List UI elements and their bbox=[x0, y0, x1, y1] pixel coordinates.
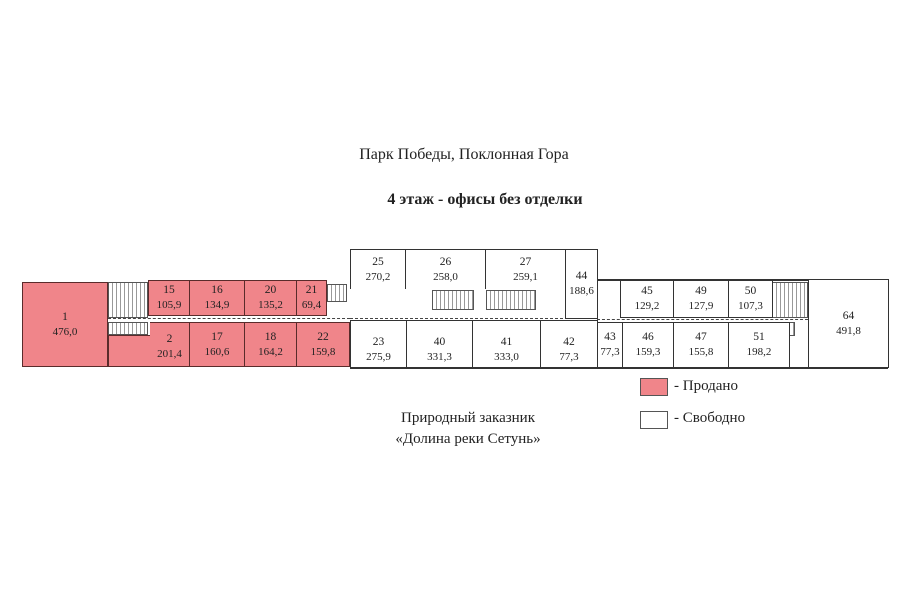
unit-15[interactable]: 15 105,9 bbox=[148, 280, 190, 316]
unit-number: 50 bbox=[744, 285, 757, 297]
unit-number: 47 bbox=[695, 331, 707, 343]
legend-sold-label: - Продано bbox=[674, 378, 738, 394]
unit-number: 20 bbox=[264, 284, 277, 296]
unit-number: 26 bbox=[439, 255, 452, 268]
unit-50[interactable]: 50 107,3 bbox=[728, 280, 773, 318]
corridor bbox=[597, 319, 808, 320]
unit-46[interactable]: 46 159,3 bbox=[622, 322, 674, 368]
unit-area: 333,0 bbox=[494, 351, 519, 363]
unit-area: 134,9 bbox=[204, 299, 230, 311]
unit-area: 258,0 bbox=[433, 270, 458, 283]
unit-number: 44 bbox=[575, 270, 588, 282]
unit-area: 135,2 bbox=[258, 299, 283, 311]
unit-25[interactable]: 25 270,2 bbox=[350, 249, 406, 289]
unit-area: 259,1 bbox=[513, 270, 538, 283]
unit-area: 160,6 bbox=[204, 345, 230, 358]
stairwell bbox=[108, 322, 148, 335]
unit-area: 198,2 bbox=[746, 346, 772, 358]
unit-area: 164,2 bbox=[258, 345, 283, 358]
corridor bbox=[108, 318, 350, 319]
unit-49[interactable]: 49 127,9 bbox=[673, 280, 729, 318]
unit-area: 77,3 bbox=[600, 346, 620, 358]
unit-number: 42 bbox=[563, 336, 575, 348]
elevator-block bbox=[486, 290, 536, 310]
nature-reserve-name: «Долина реки Сетунь» bbox=[395, 431, 541, 447]
unit-51[interactable]: 51 198,2 bbox=[728, 322, 790, 368]
unit-area: 107,3 bbox=[738, 300, 763, 312]
unit-area: 476,0 bbox=[52, 325, 78, 338]
unit-area: 201,4 bbox=[157, 347, 182, 360]
elevator-block bbox=[432, 290, 474, 310]
unit-20[interactable]: 20 135,2 bbox=[244, 280, 297, 316]
legend-free-swatch bbox=[640, 411, 668, 429]
unit-17[interactable]: 17 160,6 bbox=[189, 322, 245, 367]
unit-number: 1 bbox=[62, 310, 68, 323]
unit-number: 23 bbox=[372, 336, 385, 348]
stairwell bbox=[772, 282, 808, 318]
unit-area: 77,3 bbox=[559, 351, 579, 363]
unit-47[interactable]: 47 155,8 bbox=[673, 322, 729, 368]
unit-43[interactable]: 43 77,3 bbox=[597, 322, 623, 368]
unit-area: 188,6 bbox=[569, 285, 594, 297]
unit-area: 105,9 bbox=[156, 299, 182, 311]
unit-number: 41 bbox=[500, 336, 513, 348]
unit-41[interactable]: 41 333,0 bbox=[472, 320, 541, 368]
unit-42[interactable]: 42 77,3 bbox=[540, 320, 598, 368]
unit-22[interactable]: 22 159,8 bbox=[296, 322, 350, 367]
unit-number: 22 bbox=[317, 330, 329, 343]
unit-2-part[interactable] bbox=[108, 335, 152, 367]
unit-2[interactable]: 2 201,4 bbox=[150, 322, 190, 367]
unit-area: 69,4 bbox=[301, 299, 322, 311]
unit-27[interactable]: 27 259,1 bbox=[485, 249, 566, 289]
unit-area: 159,8 bbox=[310, 345, 336, 358]
unit-area: 127,9 bbox=[688, 300, 714, 312]
unit-area: 491,8 bbox=[836, 324, 861, 337]
unit-number: 40 bbox=[433, 336, 446, 348]
unit-number: 49 bbox=[695, 285, 707, 297]
unit-number: 46 bbox=[642, 331, 654, 343]
unit-21[interactable]: 21 69,4 bbox=[296, 280, 327, 316]
unit-26[interactable]: 26 258,0 bbox=[405, 249, 486, 289]
stairwell bbox=[108, 282, 148, 318]
unit-area: 270,2 bbox=[365, 270, 391, 283]
unit-number: 17 bbox=[211, 330, 223, 343]
unit-number: 25 bbox=[372, 255, 384, 268]
unit-number: 45 bbox=[641, 285, 653, 297]
unit-44[interactable]: 44 188,6 bbox=[565, 249, 598, 319]
unit-1[interactable]: 1 476,0 bbox=[22, 282, 108, 367]
unit-area: 275,9 bbox=[366, 351, 391, 363]
unit-number: 15 bbox=[163, 284, 175, 296]
wall bbox=[597, 279, 889, 281]
unit-area: 155,8 bbox=[688, 346, 714, 358]
unit-area: 331,3 bbox=[427, 351, 452, 363]
unit-40[interactable]: 40 331,3 bbox=[406, 320, 473, 368]
corridor bbox=[350, 318, 598, 319]
unit-number: 2 bbox=[166, 332, 173, 345]
unit-18[interactable]: 18 164,2 bbox=[244, 322, 297, 367]
unit-number: 21 bbox=[305, 284, 318, 296]
unit-area: 129,2 bbox=[634, 300, 660, 312]
unit-23[interactable]: 23 275,9 bbox=[350, 320, 407, 368]
unit-number: 16 bbox=[211, 284, 223, 296]
nature-reserve-label: Природный заказник bbox=[400, 410, 535, 426]
location-title: Парк Победы, Поклонная Гора bbox=[359, 146, 569, 163]
unit-number: 27 bbox=[519, 255, 532, 268]
unit-number: 43 bbox=[604, 331, 616, 343]
floor-title: 4 этаж - офисы без отделки bbox=[387, 191, 583, 208]
legend-free-label: - Свободно bbox=[674, 410, 746, 426]
unit-45[interactable]: 45 129,2 bbox=[620, 280, 674, 318]
unit-number: 64 bbox=[842, 309, 855, 322]
unit-area: 159,3 bbox=[635, 346, 661, 358]
unit-64[interactable]: 64 491,8 bbox=[808, 279, 889, 368]
unit-number: 18 bbox=[264, 330, 277, 343]
legend-sold-swatch bbox=[640, 378, 668, 396]
unit-16[interactable]: 16 134,9 bbox=[189, 280, 245, 316]
stairwell bbox=[327, 284, 347, 302]
unit-number: 51 bbox=[753, 331, 765, 343]
